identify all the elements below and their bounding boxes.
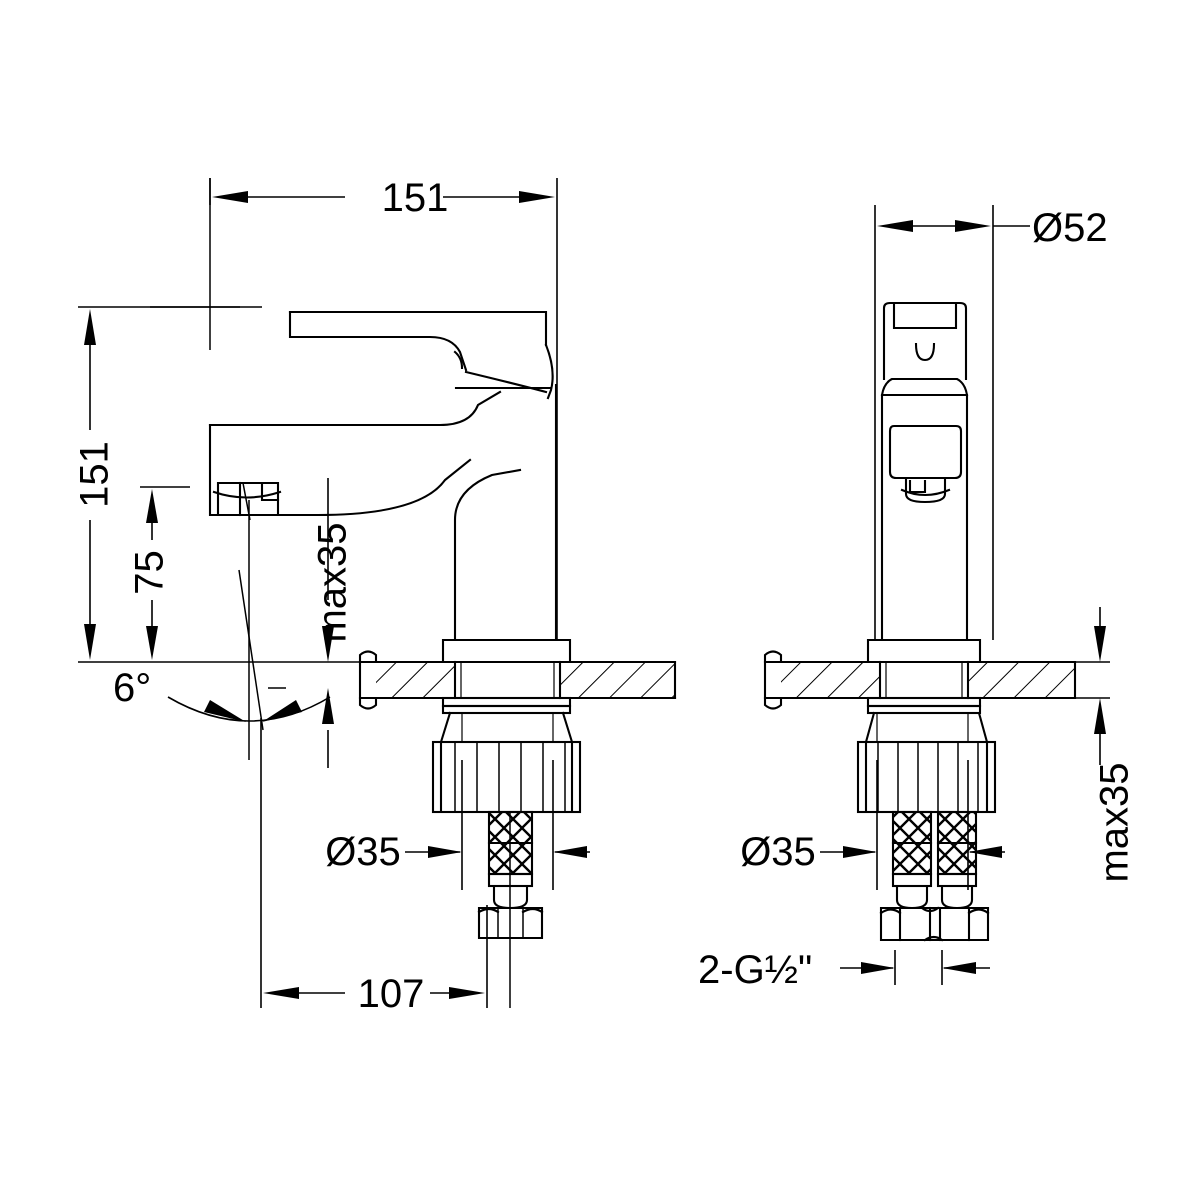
dimension-countertop-thickness-front bbox=[1075, 607, 1110, 765]
dimension-label-supply-connection: 2-G½" bbox=[698, 948, 813, 992]
dimension-label-spout-angle: 6° bbox=[113, 666, 152, 710]
front-view bbox=[763, 205, 1110, 985]
dimension-label-countertop-thickness-front: max35 bbox=[1092, 762, 1137, 883]
dimension-label-spout-height: 75 bbox=[127, 550, 172, 595]
dimension-supply-connection bbox=[840, 950, 990, 985]
dimension-label-shank-diameter-side: Ø35 bbox=[325, 830, 401, 874]
mounting-shank-side bbox=[431, 696, 582, 814]
faucet-body-side bbox=[208, 310, 572, 664]
dimension-projection bbox=[260, 718, 488, 1008]
side-view bbox=[78, 178, 677, 1008]
dimension-overall-width bbox=[209, 178, 558, 640]
dimension-label-overall-width: 151 bbox=[381, 176, 449, 220]
dimension-countertop-thickness-side bbox=[268, 478, 334, 768]
supply-hose-side bbox=[477, 810, 544, 1008]
faucet-body-front bbox=[866, 301, 982, 664]
dimension-spout-angle bbox=[167, 482, 331, 760]
dimension-label-body-diameter: Ø52 bbox=[1032, 206, 1108, 250]
dimension-body-diameter bbox=[874, 205, 1030, 640]
dimension-label-projection: 107 bbox=[357, 972, 425, 1016]
mounting-shank-front bbox=[856, 696, 997, 814]
countertop-section-side bbox=[358, 650, 677, 710]
dimension-label-shank-diameter-front: Ø35 bbox=[740, 830, 816, 874]
countertop-section-front bbox=[763, 650, 1077, 710]
supply-hoses-front bbox=[879, 810, 990, 942]
dimension-overall-height bbox=[78, 306, 360, 663]
dimension-label-overall-height: 151 bbox=[72, 441, 117, 508]
dimension-label-countertop-thickness-side: max35 bbox=[310, 522, 355, 643]
construction-lines bbox=[150, 178, 262, 350]
dimension-shank-diameter-side bbox=[405, 760, 590, 890]
dimension-spout-height bbox=[140, 486, 190, 660]
